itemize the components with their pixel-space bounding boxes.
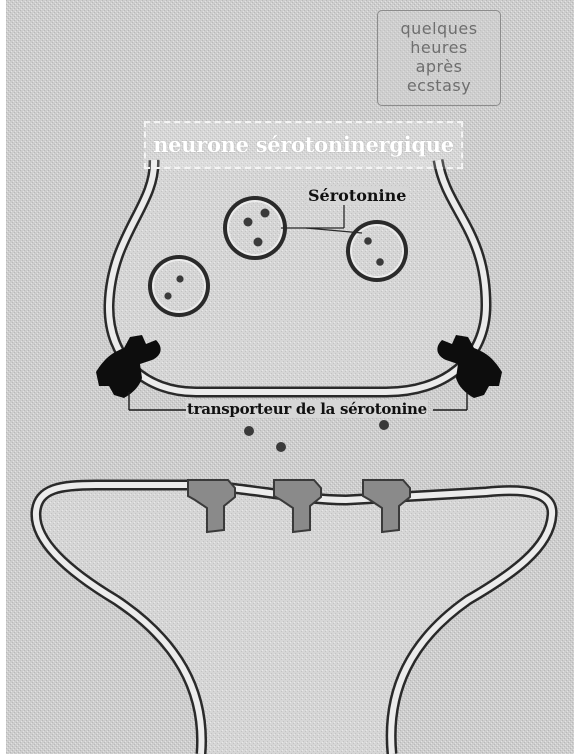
transporter-label: transporteur de la sérotonine [186, 400, 428, 418]
serotonin-molecule [379, 420, 389, 430]
time-note-line: après [378, 57, 500, 76]
time-note-box: quelques heures après ecstasy [377, 10, 501, 106]
serotonin-molecule [276, 442, 286, 452]
synapse-diagram [6, 0, 574, 754]
time-note-line: ecstasy [378, 76, 500, 95]
diagram-frame: quelques heures après ecstasy neurone sé… [6, 0, 574, 754]
serotonin-label: Sérotonine [306, 186, 408, 205]
time-note-line: heures [378, 38, 500, 57]
vesicle [223, 196, 287, 260]
serotonin-molecule [244, 426, 254, 436]
neuron-title: neurone sérotoninergique [144, 121, 463, 169]
time-note-line: quelques [378, 19, 500, 38]
vesicle [148, 255, 210, 317]
vesicle [346, 220, 408, 282]
